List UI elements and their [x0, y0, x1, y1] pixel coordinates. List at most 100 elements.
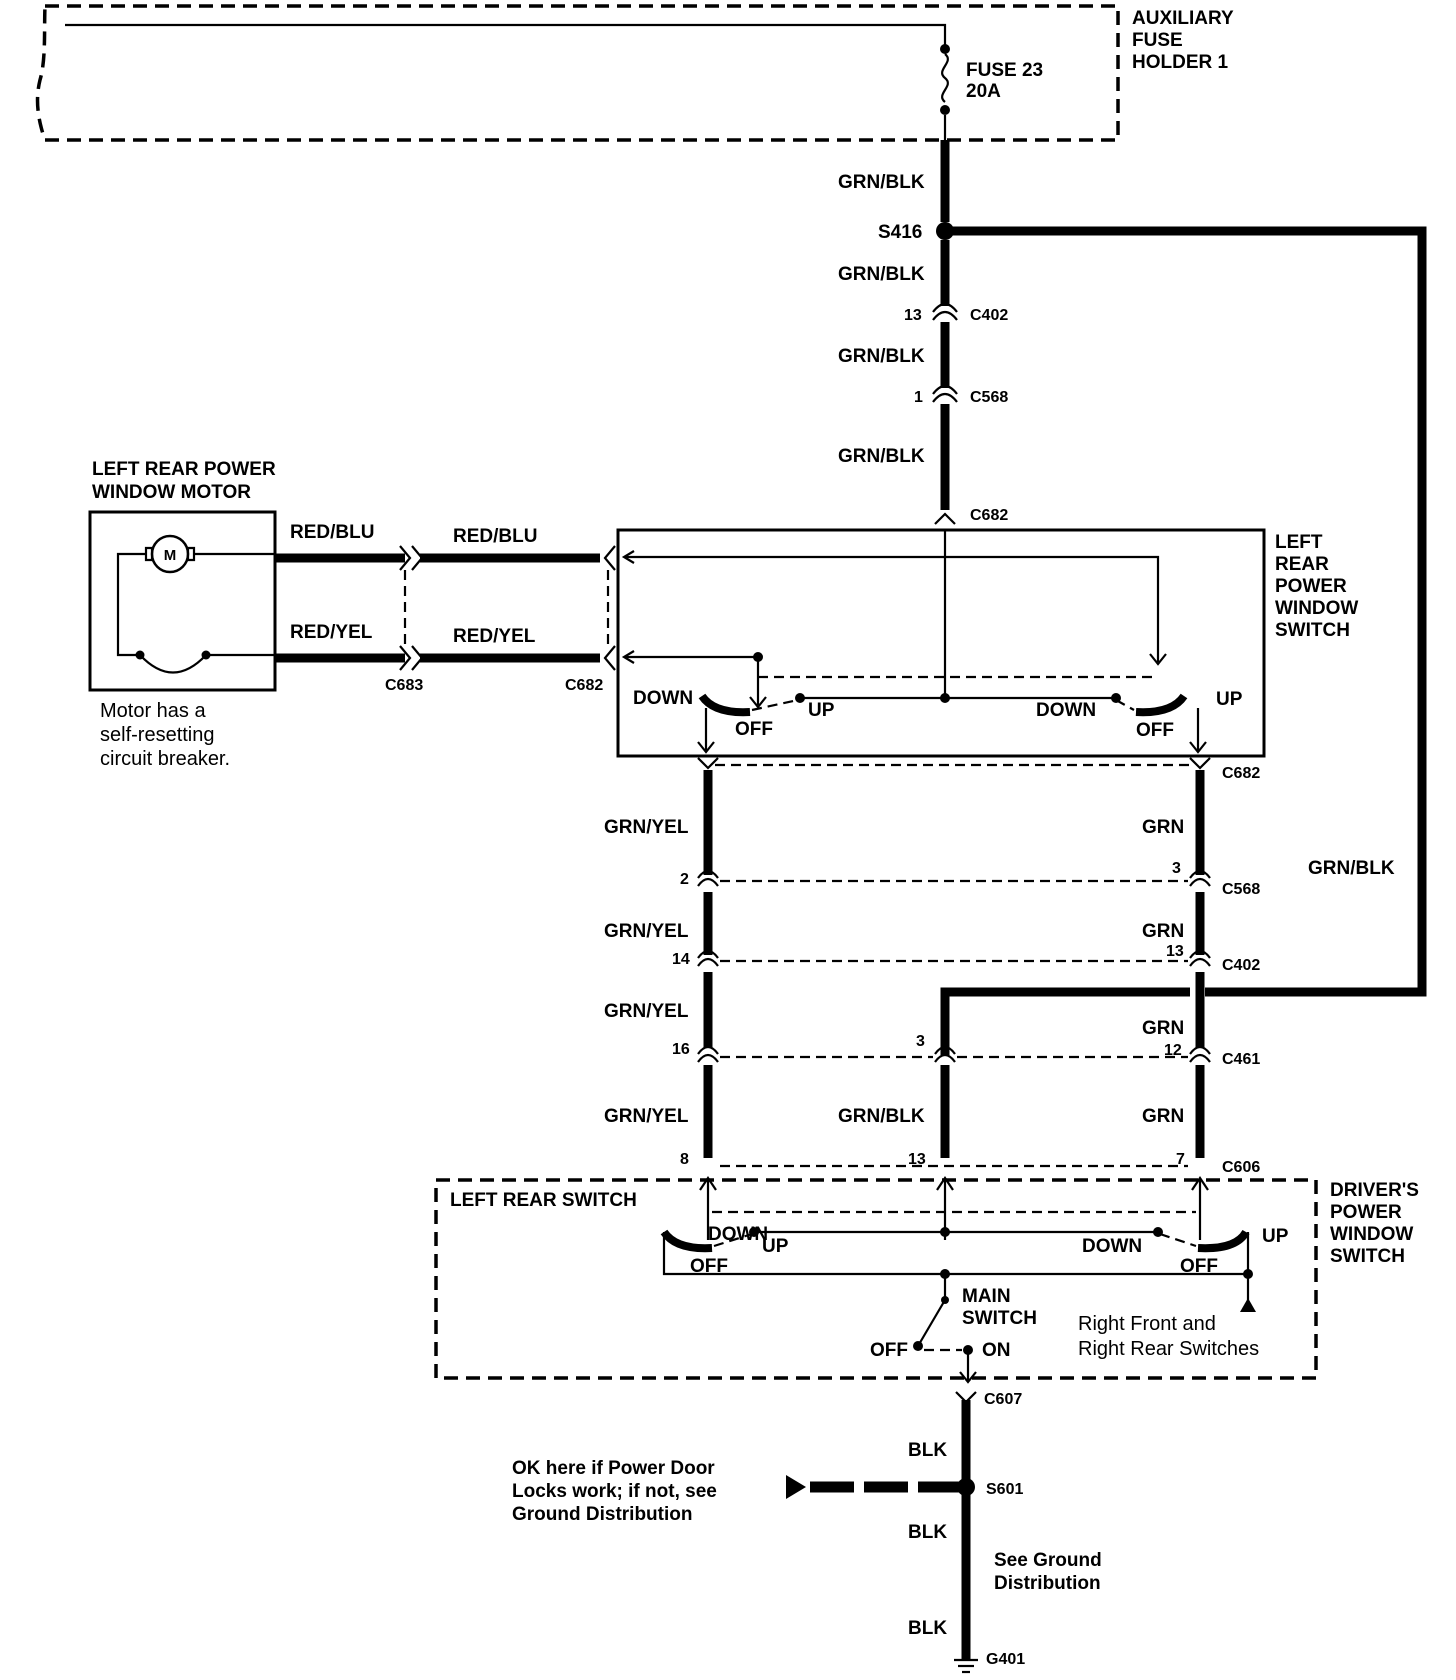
- aux-fuse-holder-line3: HOLDER 1: [1132, 52, 1229, 73]
- wire-label-grn-yel-3: GRN/YEL: [604, 1001, 689, 1022]
- drv-switch-off-left: OFF: [690, 1256, 728, 1277]
- wire-label-grn-3: GRN: [1142, 1018, 1184, 1039]
- ground-circuit: C607 BLK S601 BLK BLK G401 OK here if Po…: [512, 1391, 1102, 1674]
- aux-fuse-holder-line2: FUSE: [1132, 30, 1183, 51]
- wire-label-grn-blk-3: GRN/BLK: [838, 346, 925, 367]
- wire-label-red-blu-1: RED/BLU: [290, 522, 374, 543]
- splice-s416-label: S416: [878, 222, 922, 243]
- pin-c568-left: 2: [680, 871, 689, 888]
- drivers-switch-title-line4: SWITCH: [1330, 1246, 1405, 1267]
- connector-c568-label: C568: [970, 389, 1008, 406]
- connector-c568-label-bottom: C568: [1222, 881, 1260, 898]
- connector-c682-label-left: C682: [565, 677, 603, 694]
- wire-label-grn-2: GRN: [1142, 921, 1184, 942]
- wire-label-grn-4: GRN: [1142, 1106, 1184, 1127]
- motor-note-line1: Motor has a: [100, 700, 206, 722]
- connector-c402-label: C402: [970, 307, 1008, 324]
- splice-s601-label: S601: [986, 1481, 1023, 1498]
- ground-g401-label: G401: [986, 1651, 1025, 1668]
- pin-c461-right: 12: [1164, 1042, 1182, 1059]
- switch-link-wires: C682 GRN/YEL GRN 2 3 C568 GRN/YEL GRN 14: [604, 757, 1260, 1176]
- wire-label-blk-2: BLK: [908, 1522, 947, 1543]
- connector-c682-label-bottom: C682: [1222, 765, 1260, 782]
- lr-switch-title-line5: SWITCH: [1275, 620, 1350, 641]
- motor-title-line2: WINDOW MOTOR: [92, 482, 251, 503]
- left-rear-switch-label: LEFT REAR SWITCH: [450, 1190, 637, 1211]
- connector-c682-label-top: C682: [970, 507, 1008, 524]
- see-ground-line1: See Ground: [994, 1550, 1102, 1571]
- aux-fuse-holder-line1: AUXILIARY: [1132, 8, 1234, 29]
- main-switch-line1: MAIN: [962, 1286, 1011, 1307]
- connector-c683-label: C683: [385, 677, 423, 694]
- pin-c402-top: 13: [904, 307, 922, 324]
- wire-label-grn-yel-4: GRN/YEL: [604, 1106, 689, 1127]
- lr-switch-down-right: DOWN: [1036, 700, 1096, 721]
- pin-c402-left: 14: [672, 951, 690, 968]
- connector-c461-label: C461: [1222, 1051, 1260, 1068]
- wire-label-grn-1: GRN: [1142, 817, 1184, 838]
- wire-label-grn-blk-5: GRN/BLK: [838, 1106, 925, 1127]
- main-switch-line2: SWITCH: [962, 1308, 1037, 1329]
- pin-c461-mid: 3: [916, 1033, 925, 1050]
- drv-switch-off-right: OFF: [1180, 1256, 1218, 1277]
- connector-c606-label: C606: [1222, 1159, 1260, 1176]
- motor-symbol: M: [164, 547, 177, 564]
- drv-switch-up-left: UP: [762, 1236, 789, 1257]
- drivers-switch-title-line1: DRIVER'S: [1330, 1180, 1419, 1201]
- pin-c461-left: 16: [672, 1041, 690, 1058]
- left-rear-window-motor: LEFT REAR POWER WINDOW MOTOR M Motor has…: [88, 459, 277, 770]
- drivers-power-window-switch: DRIVER'S POWER WINDOW SWITCH LEFT REAR S…: [434, 1176, 1419, 1384]
- drivers-switch-title-line2: POWER: [1330, 1202, 1402, 1223]
- motor-note-line3: circuit breaker.: [100, 748, 230, 770]
- wire-label-blk-1: BLK: [908, 1440, 947, 1461]
- wire-label-grn-blk-1: GRN/BLK: [838, 172, 925, 193]
- lr-switch-title-line2: REAR: [1275, 554, 1329, 575]
- pin-c606-right: 7: [1176, 1151, 1185, 1168]
- ground-note-line2: Locks work; if not, see: [512, 1481, 717, 1502]
- auxiliary-fuse-holder: AUXILIARY FUSE HOLDER 1 FUSE 23 20A: [35, 4, 1234, 142]
- wire-label-grn-blk-loop: GRN/BLK: [1308, 858, 1395, 879]
- motor-title-line1: LEFT REAR POWER: [92, 459, 276, 480]
- wire-label-grn-blk-2: GRN/BLK: [838, 264, 925, 285]
- main-switch-off: OFF: [870, 1340, 908, 1361]
- left-rear-power-window-switch: LEFT REAR POWER WINDOW SWITCH DOWN UP OF…: [616, 528, 1358, 758]
- wire-label-grn-blk-4: GRN/BLK: [838, 446, 925, 467]
- wire-label-red-blu-2: RED/BLU: [453, 526, 537, 547]
- right-switches-line2: Right Rear Switches: [1078, 1338, 1259, 1360]
- grn-blk-loop: GRN/BLK: [940, 226, 1427, 1055]
- motor-note-line2: self-resetting: [100, 724, 215, 746]
- wire-label-blk-3: BLK: [908, 1618, 947, 1639]
- wire-label-red-yel-1: RED/YEL: [290, 622, 373, 643]
- lr-switch-up-left: UP: [808, 700, 835, 721]
- ground-note-line1: OK here if Power Door: [512, 1458, 715, 1479]
- drivers-switch-title-line3: WINDOW: [1330, 1224, 1413, 1245]
- lr-switch-title-line1: LEFT: [1275, 532, 1323, 553]
- motor-wires: RED/BLU RED/BLU RED/YEL RED/YEL C683 C68…: [275, 522, 616, 694]
- pin-c402-right: 13: [1166, 943, 1184, 960]
- lr-switch-title-line4: WINDOW: [1275, 598, 1358, 619]
- lr-switch-off-right: OFF: [1136, 720, 1174, 741]
- pin-c606-left: 8: [680, 1151, 689, 1168]
- wire-label-grn-yel-1: GRN/YEL: [604, 817, 689, 838]
- fuse-name: FUSE 23: [966, 60, 1043, 81]
- drv-switch-up-right: UP: [1262, 1226, 1289, 1247]
- connector-c402-label-bottom: C402: [1222, 957, 1260, 974]
- drv-switch-down-right: DOWN: [1082, 1236, 1142, 1257]
- lr-switch-off-left: OFF: [735, 719, 773, 740]
- lr-switch-down-left: DOWN: [633, 688, 693, 709]
- pin-c568-top: 1: [914, 389, 923, 406]
- lr-switch-up-right: UP: [1216, 689, 1243, 710]
- lr-switch-title-line3: POWER: [1275, 576, 1347, 597]
- fuse-rating: 20A: [966, 81, 1001, 102]
- main-switch-on: ON: [982, 1340, 1011, 1361]
- drv-switch-down-left: DOWN: [708, 1224, 768, 1245]
- ground-note-line3: Ground Distribution: [512, 1504, 692, 1525]
- connector-c607-label: C607: [984, 1391, 1022, 1408]
- wire-label-grn-yel-2: GRN/YEL: [604, 921, 689, 942]
- wire-label-red-yel-2: RED/YEL: [453, 626, 536, 647]
- right-switches-line1: Right Front and: [1078, 1313, 1216, 1335]
- see-ground-line2: Distribution: [994, 1573, 1101, 1594]
- pin-c568-right: 3: [1172, 860, 1181, 877]
- feed-wire: GRN/BLK S416 GRN/BLK 13 C402 GRN/BLK 1 C…: [838, 140, 1008, 525]
